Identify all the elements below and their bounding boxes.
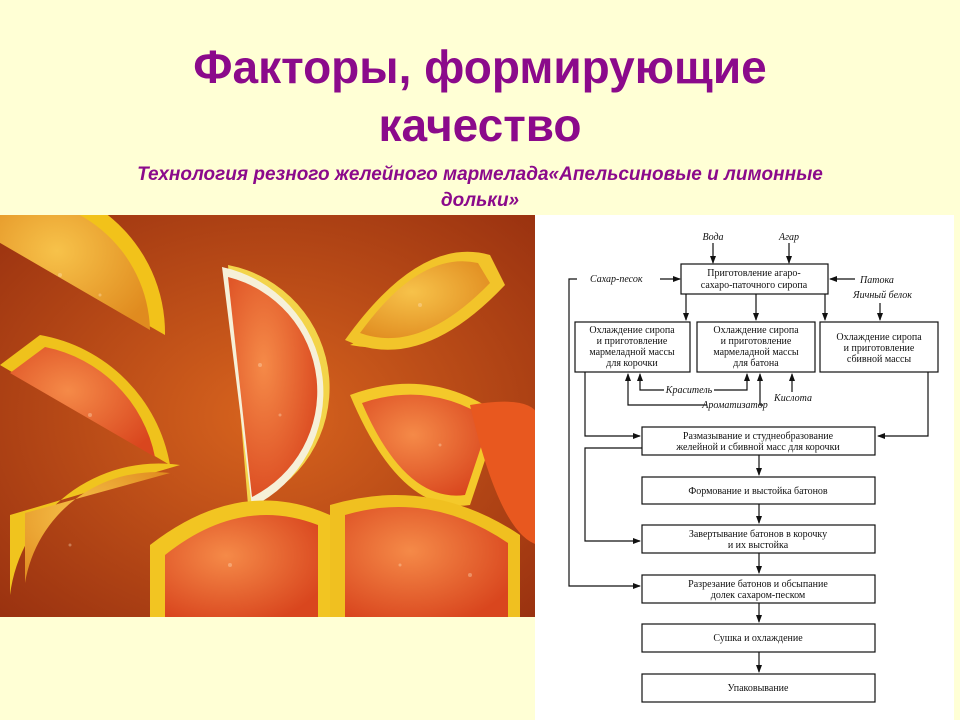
box-bar-mass [696, 321, 816, 373]
label-egg-white: Яичный белок [852, 290, 912, 301]
box-whipped-line-2: и приготовление [844, 343, 915, 354]
box-spreading-line-2: желейной и сбивной масс для корочки [675, 442, 840, 453]
box-whipped-line-1: Охлаждение сиропа [836, 332, 922, 343]
jelly-slices-illustration [0, 215, 538, 617]
box-bar-line-4: для батона [733, 358, 779, 369]
box-drying [641, 623, 876, 653]
box-drying-line-1: Сушка и охлаждение [713, 633, 803, 644]
box-wrapping-line-2: и их выстойка [728, 540, 789, 551]
box-packing [641, 673, 876, 703]
slide-subtitle: Технология резного желейного мармелада«А… [40, 162, 920, 214]
box-crust-line-4: для корочки [606, 358, 658, 369]
flowchart-svg: Вода Агар Сахар-песок Патока Яичный бело… [568, 232, 939, 703]
label-acid: Кислота [773, 393, 812, 404]
subtitle-line-1: Технология резного желейного мармелада«А… [137, 164, 823, 185]
box-crust-line-2: и приготовление [597, 336, 668, 347]
box-syrup-line-1: Приготовление агаро- [707, 268, 801, 279]
box-syrup [680, 263, 829, 295]
title-line-2: качество [378, 99, 582, 151]
box-whipped-line-3: сбивной массы [847, 354, 912, 365]
box-forming-line-1: Формование и выстойка батонов [688, 486, 828, 497]
box-wrapping [641, 524, 876, 554]
box-wrapping-line-1: Завертывание батонов в корочку [689, 529, 827, 540]
box-crust-line-1: Охлаждение сиропа [589, 325, 675, 336]
subtitle-line-2: дольки» [440, 190, 520, 211]
box-cutting [641, 574, 876, 604]
box-cutting-line-2: долек сахаром-песком [711, 590, 806, 601]
box-crust-mass [574, 321, 691, 373]
box-packing-line-1: Упаковывание [728, 683, 790, 694]
title-line-1: Факторы, формирующие [193, 41, 767, 93]
box-bar-line-1: Охлаждение сиропа [713, 325, 799, 336]
box-syrup-line-2: сахаро-паточного сиропа [701, 280, 808, 291]
box-cutting-line-1: Разрезание батонов и обсыпание [688, 579, 828, 590]
label-agar: Агар [778, 232, 799, 243]
label-water: Вода [702, 232, 723, 243]
box-bar-line-3: мармеладной массы [713, 347, 799, 358]
box-whipped-mass [819, 321, 939, 373]
label-flavor: Ароматизатор [701, 400, 767, 411]
label-sugar: Сахар-песок [590, 274, 643, 285]
label-dye: Краситель [665, 385, 713, 396]
box-crust-line-3: мармеладной массы [589, 347, 675, 358]
technology-flowchart: Вода Агар Сахар-песок Патока Яичный бело… [535, 215, 954, 720]
label-molasses: Патока [859, 275, 894, 286]
box-bar-line-2: и приготовление [721, 336, 792, 347]
box-spreading-line-1: Размазывание и студнеобразование [683, 431, 834, 442]
jelly-slices-photo [0, 215, 538, 617]
slide-title: Факторы, формирующие качество [0, 38, 960, 154]
